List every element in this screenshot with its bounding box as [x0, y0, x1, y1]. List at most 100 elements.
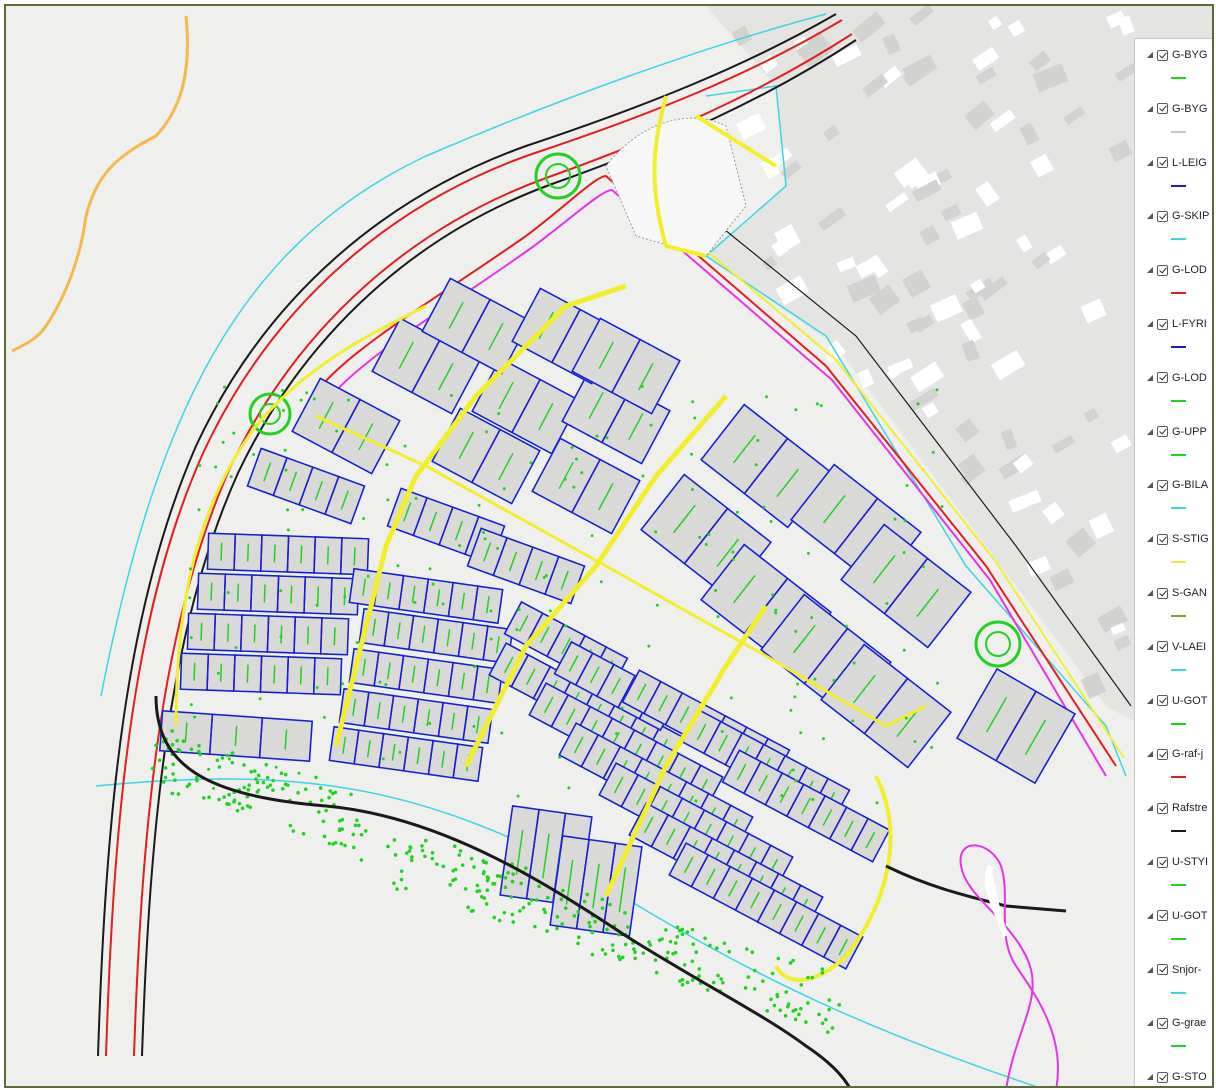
layer-visibility-checkbox[interactable]	[1157, 157, 1168, 169]
expand-triangle-icon[interactable]: ◢	[1146, 1072, 1153, 1082]
legend-layer-item[interactable]: ◢G-grae	[1135, 1007, 1212, 1060]
layer-visibility-checkbox[interactable]	[1157, 1071, 1168, 1083]
legend-layer-item[interactable]: ◢G-SKIP	[1135, 200, 1212, 253]
expand-triangle-icon[interactable]: ◢	[1146, 534, 1153, 544]
expand-triangle-icon[interactable]: ◢	[1146, 857, 1153, 866]
layer-name-label: S-STIG	[1172, 533, 1209, 546]
expand-triangle-icon[interactable]: ◢	[1146, 426, 1153, 436]
layer-visibility-checkbox[interactable]	[1157, 372, 1168, 384]
site-plan-map[interactable]	[6, 6, 1214, 1088]
layer-visibility-checkbox[interactable]	[1157, 426, 1168, 438]
layer-legend-panel[interactable]: ◢G-BYG◢G-BYG◢L-LEIG◢G-SKIP◢G-LOD◢L-FYRI◢…	[1134, 38, 1212, 1086]
southern-road	[154, 695, 851, 1086]
legend-layer-item[interactable]: ◢U-STYI	[1135, 846, 1212, 899]
expand-triangle-icon[interactable]: ◢	[1146, 211, 1153, 221]
legend-layer-item[interactable]: ◢ G-UPP	[1135, 416, 1212, 469]
expand-triangle-icon[interactable]: ◢	[1146, 588, 1153, 597]
legend-layer-row[interactable]: ◢ L-FYRI	[1135, 316, 1207, 332]
legend-layer-row[interactable]: ◢G-grae	[1135, 1015, 1206, 1031]
legend-layer-row[interactable]: ◢G-BYG	[1135, 47, 1208, 63]
legend-layer-row[interactable]: ◢G-STO	[1135, 1069, 1207, 1085]
expand-triangle-icon[interactable]: ◢	[1146, 803, 1153, 813]
legend-layer-row[interactable]: ◢V-LAEI	[1135, 639, 1206, 655]
legend-layer-row[interactable]: ◢L-LEIG	[1135, 155, 1207, 171]
legend-layer-item[interactable]: ◢U-GOT	[1135, 900, 1212, 953]
expand-triangle-icon[interactable]: ◢	[1146, 1018, 1153, 1028]
legend-layer-item[interactable]: ◢ G-BYG	[1135, 93, 1212, 146]
roundabouts	[248, 152, 1022, 668]
legend-layer-item[interactable]: ◢G-LOD	[1135, 254, 1212, 307]
legend-layer-item[interactable]: ◢G-BYG	[1135, 39, 1212, 92]
layer-visibility-checkbox[interactable]	[1157, 264, 1168, 276]
expand-triangle-icon[interactable]: ◢	[1146, 319, 1153, 328]
layer-visibility-checkbox[interactable]	[1157, 103, 1168, 115]
legend-layer-row[interactable]: ◢U-GOT	[1135, 693, 1208, 709]
layer-name-label: G-BYG	[1172, 102, 1208, 115]
layer-visibility-checkbox[interactable]	[1157, 533, 1168, 545]
legend-layer-item[interactable]: ◢ G-BILA	[1135, 469, 1212, 522]
expand-triangle-icon[interactable]: ◢	[1146, 157, 1153, 167]
expand-triangle-icon[interactable]: ◢	[1146, 695, 1153, 705]
expand-triangle-icon[interactable]: ◢	[1146, 265, 1153, 275]
expand-triangle-icon[interactable]: ◢	[1146, 372, 1153, 382]
legend-layer-row[interactable]: ◢ G-BYG	[1135, 101, 1208, 117]
legend-layer-row[interactable]: ◢S-GAN	[1135, 585, 1207, 601]
layer-visibility-checkbox[interactable]	[1157, 641, 1168, 653]
layer-visibility-checkbox[interactable]	[1157, 210, 1168, 222]
legend-layer-item[interactable]: ◢V-LAEI	[1135, 631, 1212, 684]
layer-symbol-swatch	[1171, 561, 1186, 564]
legend-layer-row[interactable]: ◢ G-UPP	[1135, 424, 1207, 440]
internal-streets	[174, 283, 927, 982]
legend-layer-item[interactable]: ◢L-LEIG	[1135, 147, 1212, 200]
legend-layer-item[interactable]: ◢ G-raf-j	[1135, 738, 1212, 791]
expand-triangle-icon[interactable]: ◢	[1146, 641, 1153, 651]
layer-visibility-checkbox[interactable]	[1157, 802, 1168, 814]
legend-layer-row[interactable]: ◢Snjor-	[1135, 962, 1202, 978]
layer-name-label: G-UPP	[1172, 425, 1207, 438]
map-view[interactable]: ◢G-BYG◢G-BYG◢L-LEIG◢G-SKIP◢G-LOD◢L-FYRI◢…	[4, 4, 1214, 1088]
layer-visibility-checkbox[interactable]	[1157, 1017, 1168, 1029]
expand-triangle-icon[interactable]: ◢	[1146, 50, 1153, 59]
layer-visibility-checkbox[interactable]	[1157, 318, 1168, 330]
layer-visibility-checkbox[interactable]	[1157, 964, 1168, 976]
legend-layer-row[interactable]: ◢ G-raf-j	[1135, 746, 1203, 762]
legend-layer-item[interactable]: ◢ L-FYRI	[1135, 308, 1212, 361]
layer-symbol-swatch	[1171, 884, 1186, 886]
expand-triangle-icon[interactable]: ◢	[1146, 910, 1153, 920]
layer-visibility-checkbox[interactable]	[1157, 856, 1168, 868]
layer-visibility-checkbox[interactable]	[1157, 587, 1168, 599]
layer-name-label: L-FYRI	[1172, 318, 1207, 330]
legend-layer-row[interactable]: ◢U-STYI	[1135, 854, 1208, 870]
legend-layer-item[interactable]: ◢Snjor-	[1135, 954, 1212, 1007]
layer-visibility-checkbox[interactable]	[1157, 910, 1168, 922]
legend-layer-item[interactable]: ◢ Rafstre	[1135, 792, 1212, 845]
layer-symbol-swatch	[1171, 615, 1186, 617]
legend-layer-item[interactable]: ◢ S-STIG	[1135, 523, 1212, 576]
legend-layer-row[interactable]: ◢G-LOD	[1135, 370, 1207, 386]
legend-layer-row[interactable]: ◢ S-STIG	[1135, 531, 1209, 547]
layer-name-label: Rafstre	[1172, 802, 1208, 815]
expand-triangle-icon[interactable]: ◢	[1146, 749, 1153, 759]
layer-symbol-swatch	[1171, 346, 1186, 348]
layer-visibility-checkbox[interactable]	[1157, 695, 1168, 707]
expand-triangle-icon[interactable]: ◢	[1146, 964, 1153, 974]
legend-layer-row[interactable]: ◢ G-BILA	[1135, 477, 1208, 493]
layer-visibility-checkbox[interactable]	[1157, 479, 1168, 491]
layer-name-label: G-BILA	[1172, 479, 1209, 492]
layer-symbol-swatch	[1171, 453, 1186, 456]
legend-layer-item[interactable]: ◢S-GAN	[1135, 577, 1212, 630]
legend-layer-item[interactable]: ◢G-STO	[1135, 1061, 1212, 1086]
expand-triangle-icon[interactable]: ◢	[1146, 480, 1153, 490]
legend-layer-row[interactable]: ◢G-SKIP	[1135, 208, 1209, 224]
layer-visibility-checkbox[interactable]	[1157, 49, 1168, 61]
layer-symbol-swatch	[1171, 1045, 1186, 1048]
layer-name-label: G-raf-j	[1172, 748, 1204, 761]
layer-visibility-checkbox[interactable]	[1157, 748, 1168, 760]
legend-layer-item[interactable]: ◢U-GOT	[1135, 685, 1212, 738]
legend-layer-item[interactable]: ◢G-LOD	[1135, 362, 1212, 415]
legend-layer-row[interactable]: ◢G-LOD	[1135, 262, 1207, 278]
legend-layer-row[interactable]: ◢U-GOT	[1135, 908, 1208, 924]
legend-layer-row[interactable]: ◢ Rafstre	[1135, 800, 1208, 816]
expand-triangle-icon[interactable]: ◢	[1146, 103, 1153, 113]
layer-symbol-swatch	[1171, 292, 1186, 295]
